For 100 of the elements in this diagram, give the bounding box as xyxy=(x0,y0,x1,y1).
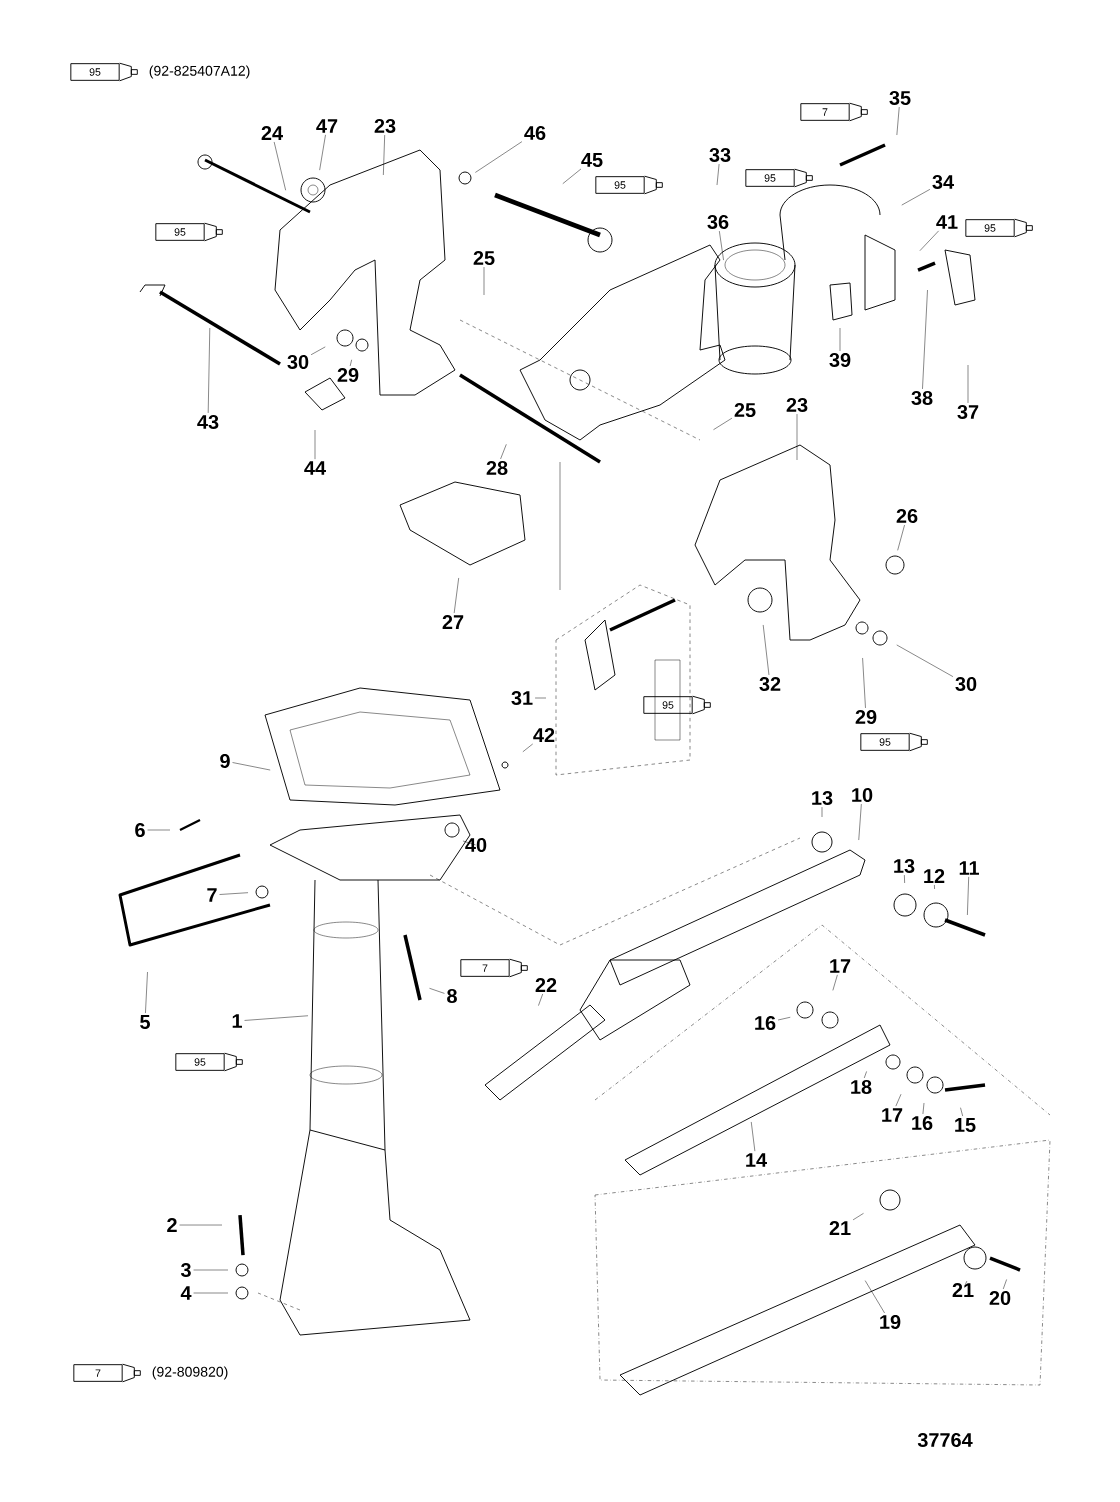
callout-number: 18 xyxy=(851,1079,872,1095)
note-text: (92-809820) xyxy=(152,1366,228,1380)
lubricant-tube: 7 xyxy=(460,958,528,978)
leader-line xyxy=(896,106,900,136)
callout-number: 25 xyxy=(734,402,756,418)
callout-number: 30 xyxy=(287,354,309,370)
leader-line xyxy=(538,993,543,1006)
leader-line xyxy=(273,141,286,191)
leader-line xyxy=(145,971,148,1014)
leader-line xyxy=(896,644,954,677)
callout-number: 13 xyxy=(894,858,915,874)
lubricant-tube: 95 xyxy=(745,168,813,188)
callout-number: 39 xyxy=(829,352,851,368)
callout-number: 42 xyxy=(533,728,555,742)
callout-number: 5 xyxy=(140,1015,150,1029)
callout-number: 30 xyxy=(955,676,977,692)
leader-line xyxy=(904,874,905,884)
leader-line xyxy=(864,1280,885,1314)
leader-line xyxy=(862,657,866,709)
leader-line xyxy=(713,417,733,430)
leader-line xyxy=(832,974,838,991)
callout-number: 47 xyxy=(316,119,338,133)
callout-number: 23 xyxy=(786,397,808,413)
callout-number: 1 xyxy=(232,1014,242,1028)
callout-number: 35 xyxy=(889,90,911,106)
leader-line xyxy=(349,359,352,367)
callout-number: 28 xyxy=(486,460,508,476)
callout-number: 33 xyxy=(709,147,731,163)
leader-line xyxy=(839,327,841,352)
leader-line xyxy=(429,988,445,994)
leader-line xyxy=(821,806,823,818)
leader-line xyxy=(207,327,211,414)
leader-line xyxy=(858,803,862,841)
leader-line xyxy=(967,876,969,916)
callout-number: 24 xyxy=(261,126,283,140)
callout-number: 23 xyxy=(374,118,396,134)
callout-number: 26 xyxy=(896,508,918,524)
leader-line xyxy=(179,1224,223,1226)
callout-number: 6 xyxy=(135,822,145,838)
leader-line xyxy=(897,524,905,551)
lubricant-tube: 7 xyxy=(800,102,868,122)
callout-number: 38 xyxy=(911,390,933,406)
callout-number: 3 xyxy=(180,1262,191,1278)
callout-number: 20 xyxy=(989,1290,1011,1306)
leader-line xyxy=(796,413,798,461)
callout-number: 44 xyxy=(304,461,326,475)
leader-line xyxy=(500,444,507,460)
callout-number: 4 xyxy=(180,1286,192,1300)
lubricant-tube: 7 xyxy=(73,1363,141,1383)
leader-line xyxy=(462,840,476,846)
leader-line xyxy=(1003,1279,1007,1290)
leader-line xyxy=(314,429,316,460)
leader-line xyxy=(562,168,582,184)
callout-number: 45 xyxy=(581,153,603,167)
lubricant-tube: 95 xyxy=(860,732,928,752)
lubricant-tube: 95 xyxy=(965,218,1033,238)
callout-number: 29 xyxy=(855,709,877,725)
leader-line xyxy=(383,134,385,176)
leader-line xyxy=(895,1093,902,1107)
callout-number: 7 xyxy=(207,888,217,902)
callout-number: 21 xyxy=(952,1283,974,1297)
callout-number: 11 xyxy=(959,861,979,875)
callout-number: 9 xyxy=(220,753,230,769)
leader-line xyxy=(960,1107,963,1117)
leader-line xyxy=(719,230,724,261)
leader-line xyxy=(919,230,939,251)
callout-number: 17 xyxy=(830,959,851,973)
leader-line xyxy=(483,266,485,296)
callout-number: 36 xyxy=(707,214,729,230)
callout-number: 46 xyxy=(524,125,546,141)
lubricant-tube: 95 xyxy=(643,695,711,715)
leader-line xyxy=(901,189,931,206)
callout-number: 15 xyxy=(955,1118,976,1132)
leader-line xyxy=(232,762,271,771)
callout-number: 32 xyxy=(759,676,781,692)
callout-number: 12 xyxy=(924,869,945,883)
callout-number: 43 xyxy=(197,414,219,430)
leader-line xyxy=(922,289,928,390)
leader-line xyxy=(534,697,547,699)
lubricant-tube: 95 xyxy=(155,222,223,242)
callout-number: 8 xyxy=(447,988,457,1004)
callout-number: 27 xyxy=(442,615,464,629)
callout-number: 34 xyxy=(932,174,954,190)
leader-line xyxy=(219,892,249,895)
leader-line xyxy=(964,1280,968,1286)
callout-number: 14 xyxy=(746,1153,767,1167)
leader-line xyxy=(475,141,523,173)
leader-line xyxy=(193,1292,229,1294)
callout-number: 31 xyxy=(511,690,533,706)
lubricant-tube: 95 xyxy=(175,1052,243,1072)
leader-line xyxy=(522,743,533,753)
leader-line xyxy=(777,1017,791,1021)
lubricant-tube: 95 xyxy=(70,62,138,82)
callout-number: 10 xyxy=(852,787,873,803)
leader-line xyxy=(934,884,935,890)
callout-number: 29 xyxy=(337,367,359,383)
figure-number: 37764 xyxy=(917,1432,973,1448)
leader-line xyxy=(751,1121,756,1152)
leader-line xyxy=(319,134,326,171)
leader-line xyxy=(244,1015,309,1021)
